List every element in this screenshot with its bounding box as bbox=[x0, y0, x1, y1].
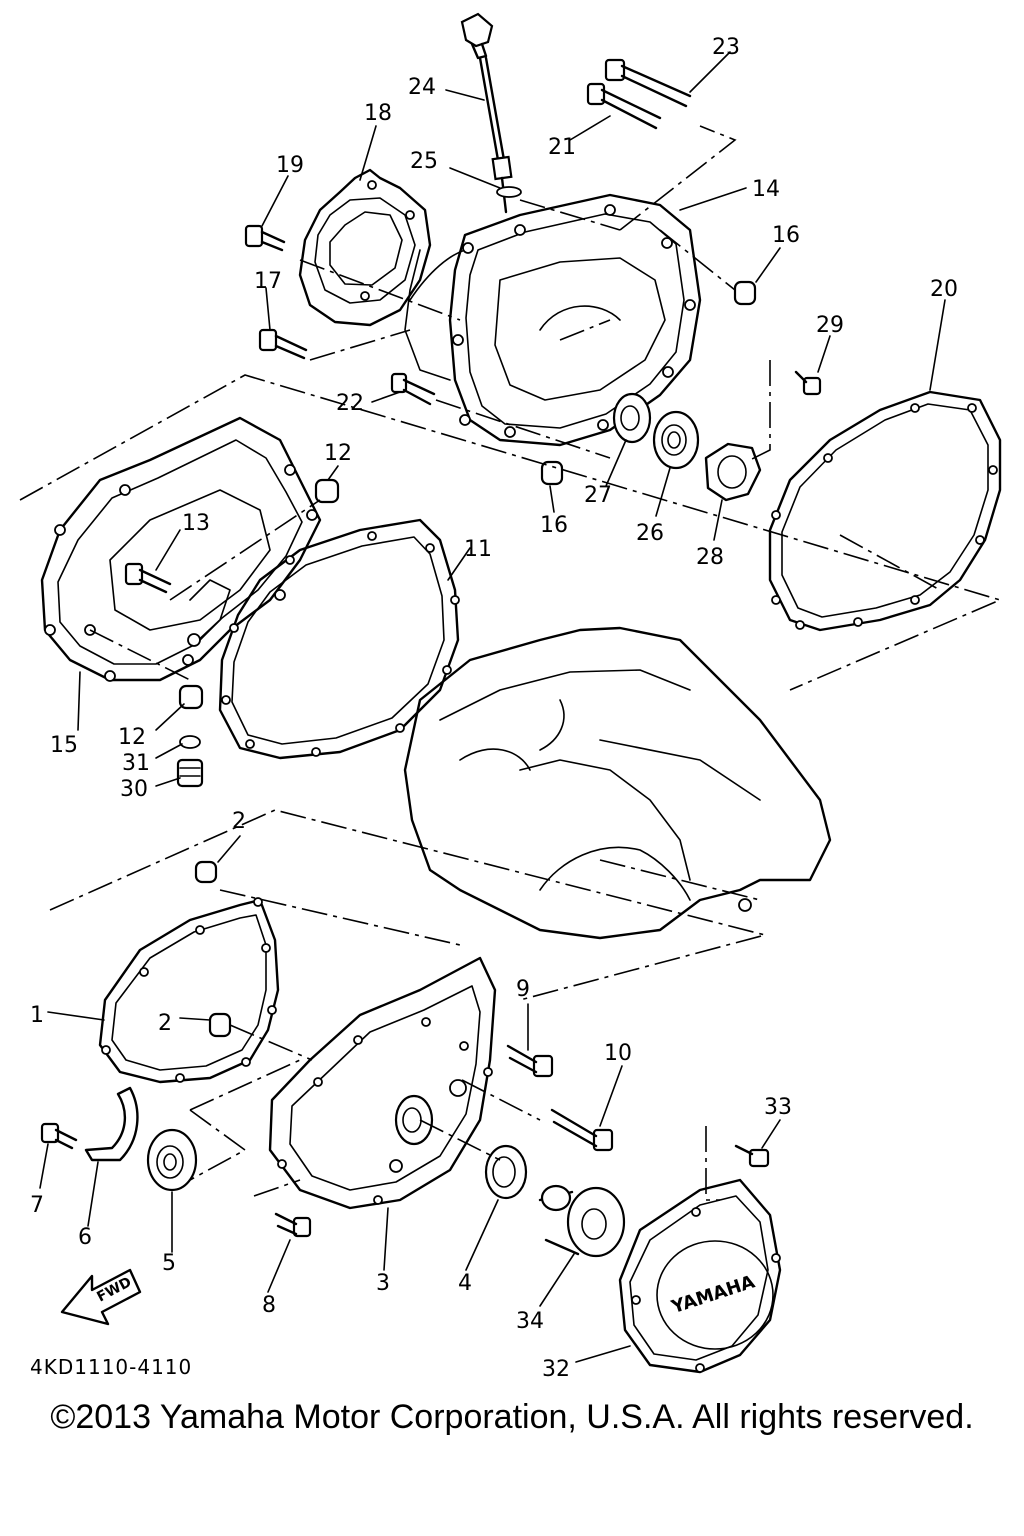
cover-plate-18 bbox=[298, 168, 432, 327]
part-label-12: 12 bbox=[118, 725, 146, 750]
part-label-9: 9 bbox=[516, 977, 530, 1002]
crankcase-cover-14 bbox=[404, 193, 702, 447]
gasket-20 bbox=[768, 390, 1002, 632]
bolt-10 bbox=[550, 1108, 614, 1152]
part-label-2: 2 bbox=[232, 809, 246, 834]
diagram-code: 4KD1110-4110 bbox=[30, 1355, 192, 1379]
part-label-32: 32 bbox=[542, 1357, 570, 1382]
bolt-19 bbox=[244, 224, 286, 252]
part-label-7: 7 bbox=[30, 1193, 44, 1218]
part-label-28: 28 bbox=[696, 545, 724, 570]
part-label-19: 19 bbox=[276, 153, 304, 178]
oil-seal-5 bbox=[146, 1128, 198, 1192]
bolt-13 bbox=[124, 562, 172, 594]
bolt-8 bbox=[274, 1212, 312, 1238]
leader-lines bbox=[39, 51, 946, 1363]
bearing-26 bbox=[652, 410, 700, 470]
dowel-pin-12-upper bbox=[314, 478, 340, 504]
cover-logo-text: YAMAHA bbox=[668, 1271, 757, 1318]
engine-crankcase bbox=[403, 626, 832, 940]
retainer-6 bbox=[84, 1086, 139, 1162]
part-label-30: 30 bbox=[120, 777, 148, 802]
part-label-16: 16 bbox=[540, 513, 568, 538]
part-label-15: 15 bbox=[50, 733, 78, 758]
part-label-12: 12 bbox=[324, 441, 352, 466]
bolt-7 bbox=[40, 1122, 78, 1150]
part-label-4: 4 bbox=[458, 1271, 472, 1296]
oil-dipstick-24 bbox=[460, 12, 513, 214]
part-label-13: 13 bbox=[182, 511, 210, 536]
part-label-2: 2 bbox=[158, 1011, 172, 1036]
screw-33 bbox=[734, 1144, 770, 1168]
dowel-pin-16-upper bbox=[733, 280, 757, 306]
assembly-lines bbox=[19, 125, 1003, 1201]
part-label-34: 34 bbox=[516, 1309, 544, 1334]
washer-31 bbox=[179, 735, 201, 749]
o-ring-25 bbox=[496, 186, 522, 198]
crankcase-cover-3 bbox=[268, 956, 497, 1210]
collar-34 bbox=[538, 1184, 626, 1258]
part-label-21: 21 bbox=[548, 135, 576, 160]
part-label-5: 5 bbox=[162, 1251, 176, 1276]
bolt-21 bbox=[586, 82, 662, 130]
part-label-25: 25 bbox=[410, 149, 438, 174]
dowel-pin-16-lower bbox=[540, 460, 564, 486]
part-label-20: 20 bbox=[930, 277, 958, 302]
generator-cover-32: YAMAHA bbox=[618, 1178, 782, 1374]
part-label-33: 33 bbox=[764, 1095, 792, 1120]
dowel-pin-12-lower bbox=[178, 684, 204, 710]
part-label-6: 6 bbox=[78, 1225, 92, 1250]
crankcase-cover-15 bbox=[40, 416, 322, 682]
bolt-9 bbox=[506, 1044, 554, 1078]
part-label-26: 26 bbox=[636, 521, 664, 546]
part-label-1: 1 bbox=[30, 1003, 44, 1028]
dowel-pin-2-upper bbox=[194, 860, 218, 884]
copyright-notice: ©2013 Yamaha Motor Corporation, U.S.A. A… bbox=[50, 1398, 974, 1436]
part-label-8: 8 bbox=[262, 1293, 276, 1318]
dowel-pin-2-lower bbox=[208, 1012, 232, 1038]
oil-seal-27 bbox=[612, 392, 652, 444]
forward-direction-arrow: FWD bbox=[60, 1268, 142, 1326]
part-label-17: 17 bbox=[254, 269, 282, 294]
bolt-23 bbox=[604, 58, 692, 108]
part-label-18: 18 bbox=[364, 101, 392, 126]
part-label-14: 14 bbox=[752, 177, 780, 202]
part-labels: 23 24 18 21 19 25 14 16 17 20 29 22 12 2… bbox=[30, 35, 958, 1382]
part-label-29: 29 bbox=[816, 313, 844, 338]
part-label-27: 27 bbox=[584, 483, 612, 508]
part-label-3: 3 bbox=[376, 1271, 390, 1296]
gasket-11 bbox=[218, 518, 460, 760]
part-label-31: 31 bbox=[122, 751, 150, 776]
bolt-22 bbox=[390, 372, 436, 406]
bolt-17 bbox=[258, 328, 308, 360]
bearing-plate-28 bbox=[704, 442, 762, 502]
part-label-24: 24 bbox=[408, 75, 436, 100]
gasket-1 bbox=[98, 897, 280, 1084]
part-label-22: 22 bbox=[336, 391, 364, 416]
part-label-11: 11 bbox=[464, 537, 492, 562]
screw-29 bbox=[794, 370, 822, 396]
part-label-23: 23 bbox=[712, 35, 740, 60]
oil-seal-4 bbox=[484, 1144, 528, 1200]
drain-plug-30 bbox=[176, 758, 204, 788]
part-label-16: 16 bbox=[772, 223, 800, 248]
part-label-10: 10 bbox=[604, 1041, 632, 1066]
